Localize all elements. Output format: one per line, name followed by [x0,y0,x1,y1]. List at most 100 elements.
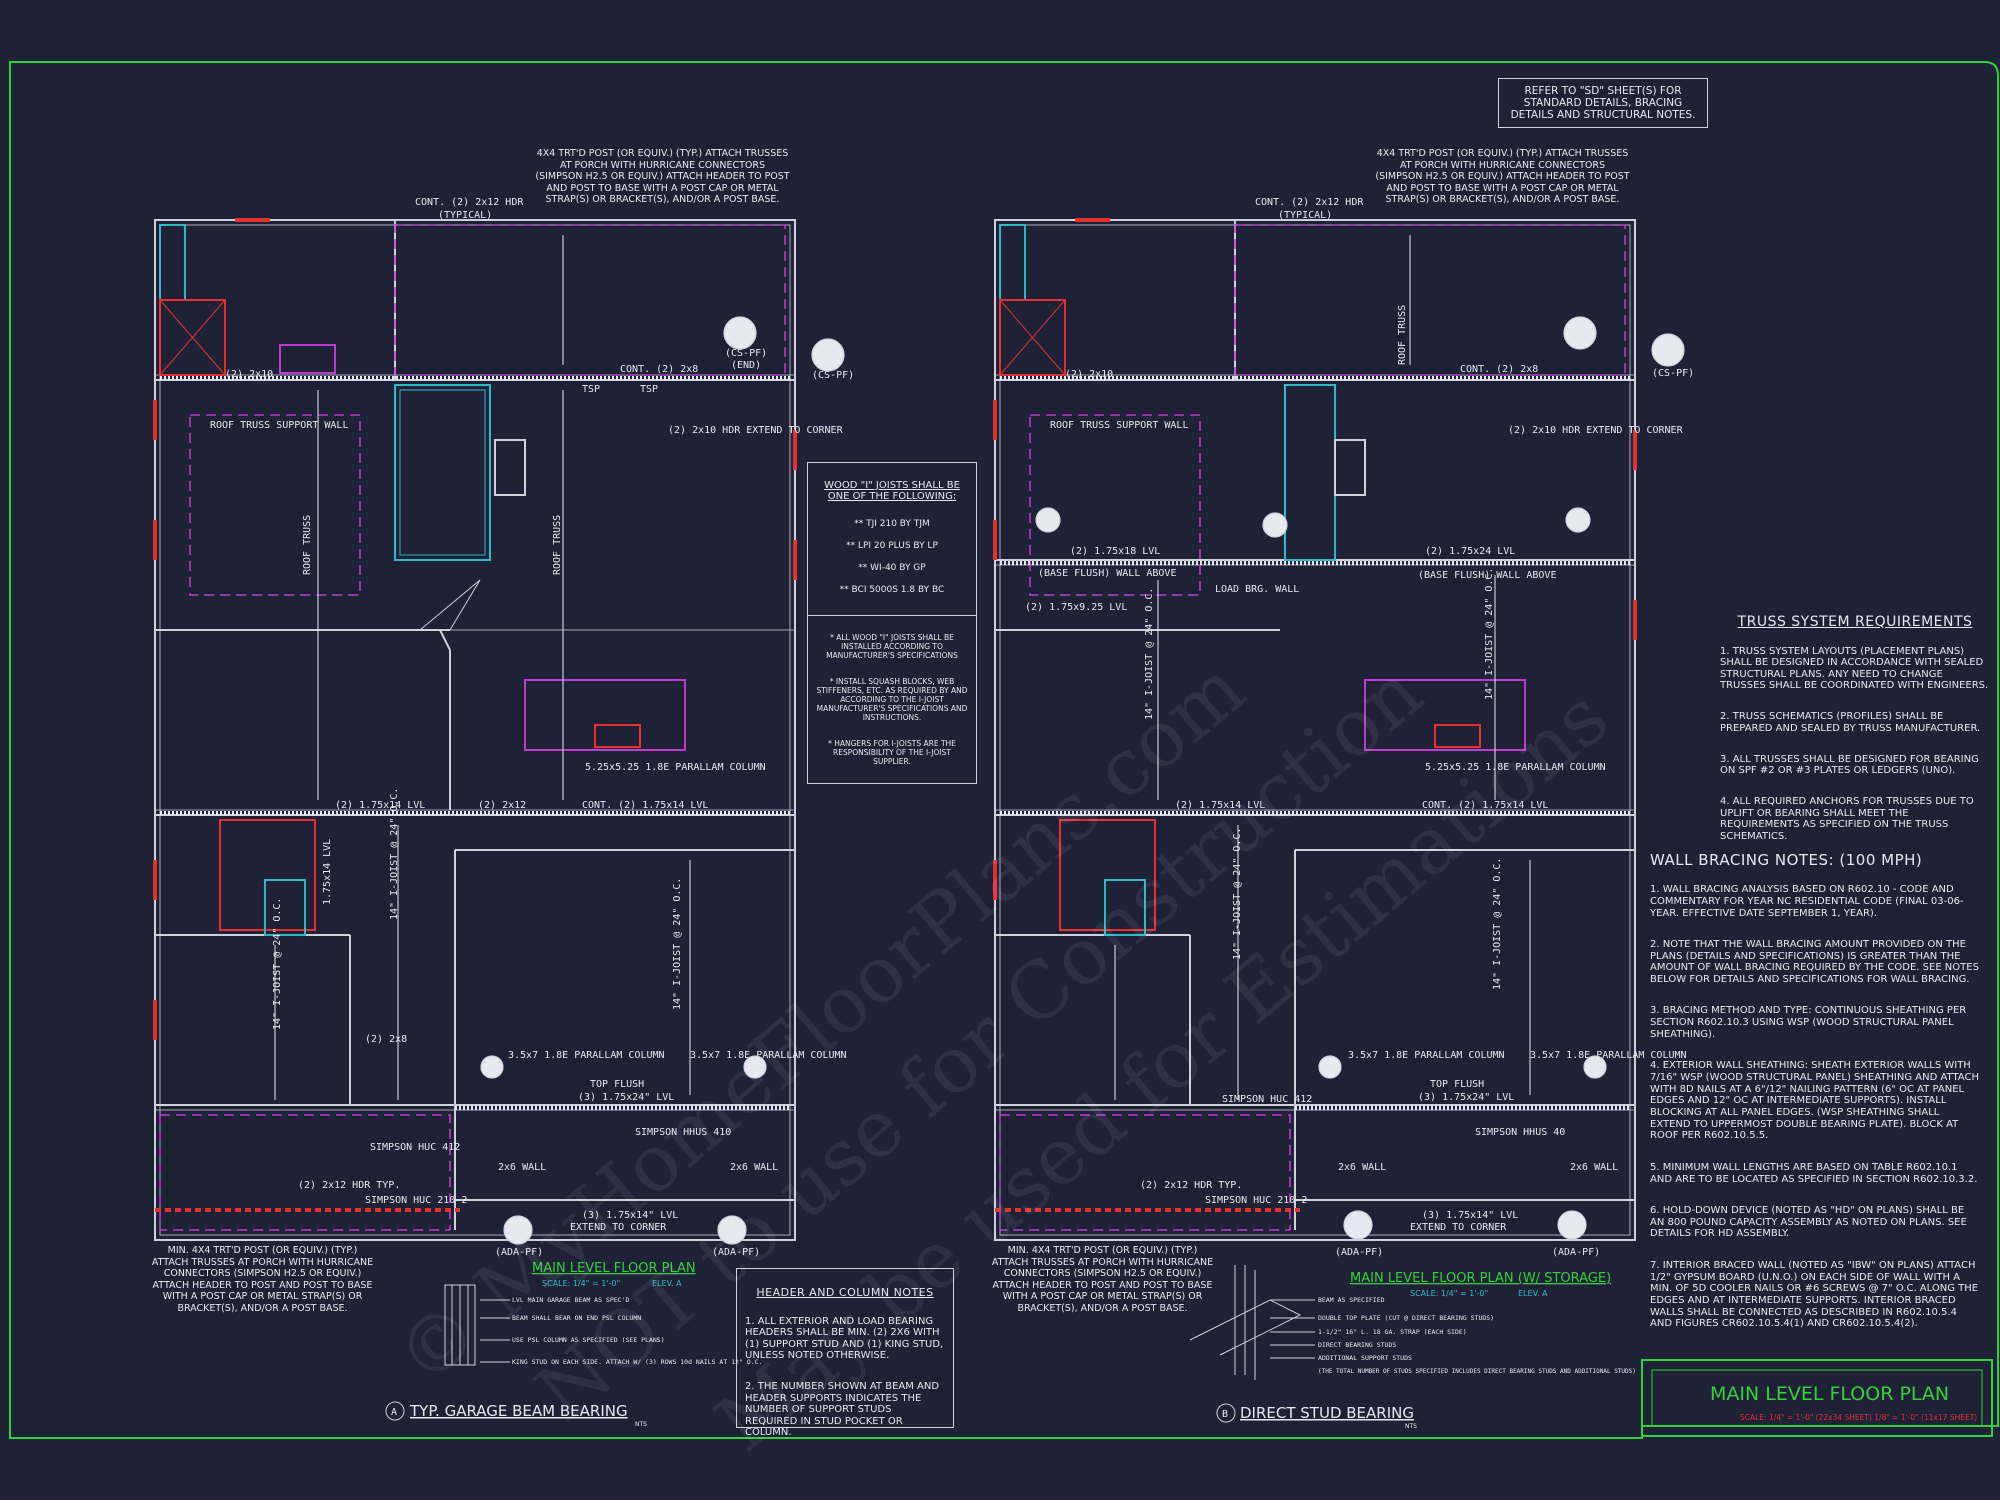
svg-text:ADDITIONAL SUPPORT STUDS: ADDITIONAL SUPPORT STUDS [1318,1354,1412,1362]
bracing-item: 7. INTERIOR BRACED WALL (NOTED AS "IBW" … [1650,1259,1979,1330]
label-cont-2x8: CONT. (2) 2x8 [620,364,698,375]
r-label-cont-2x8: CONT. (2) 2x8 [1460,364,1538,375]
post-note-right: MIN. 4X4 TRT'D POST (OR EQUIV.) (TYP.) A… [991,1245,1214,1314]
plan-right-title: MAIN LEVEL FLOOR PLAN (W/ STORAGE) [1350,1271,1611,1286]
plan-left-labels: CONT. (2) 2x12 HDR (TYPICAL) (2) 2x10 RO… [210,197,847,1258]
svg-text:BEAM AS SPECIFIED: BEAM AS SPECIFIED [1318,1296,1385,1304]
r-label-hdr-2x12: (2) 2x12 HDR TYP. [1140,1180,1242,1191]
label-lvl-1: (2) 1.75x14 LVL [335,800,425,811]
label-2x8: (2) 2x8 [365,1034,407,1045]
svg-text:(CS-PF): (CS-PF) [1652,368,1694,379]
r-label-joist-2: 14" I-JOIST @ 24" O.C. [1484,568,1495,700]
truss-item: 3. ALL TRUSSES SHALL BE DESIGNED FOR BEA… [1720,753,1979,777]
tag-a-sd3-1 [503,1215,533,1245]
section-tags: B SD-4 (CS-PF) (END) A SD-4 (CS-PF) B SD… [480,316,1694,1245]
label-typical: (TYPICAL) [438,210,492,221]
label-hdr-2x10: (2) 2x10 HDR EXTEND TO CORNER [668,425,844,436]
svg-text:SD-3: SD-3 [720,1231,744,1242]
detail-a: A TYP. GARAGE BEAM BEARING NTS LVL MAIN … [385,1284,762,1428]
label-hhus: SIMPSON HHUS 410 [635,1127,731,1138]
r-label-hdr-2x10: (2) 2x10 HDR EXTEND TO CORNER [1508,425,1684,436]
label-cont-hdr: CONT. (2) 2x12 HDR [415,197,524,208]
plan-right-scale: SCALE: 1/4" = 1'-0" [1410,1289,1488,1298]
r-label-2x6-a: 2x6 WALL [1338,1162,1386,1173]
svg-text:A: A [1664,337,1670,348]
svg-text:DOUBLE TOP PLATE (CUT @ DIRECT: DOUBLE TOP PLATE (CUT @ DIRECT BEARING S… [1318,1314,1494,1322]
header-notes-title: HEADER AND COLUMN NOTES [756,1285,934,1299]
truss-item: 1. TRUSS SYSTEM LAYOUTS (PLACEMENT PLANS… [1720,645,1989,692]
r-label-cont-hdr: CONT. (2) 2x12 HDR [1255,197,1364,208]
svg-text:1-1/2" 16" L. 18 GA. STRAP (EA: 1-1/2" 16" L. 18 GA. STRAP (EACH SIDE) [1318,1328,1467,1336]
label-joist-3: 14" I-JOIST @ 24" O.C. [272,898,283,1030]
tag-a-sd3-2 [717,1215,747,1245]
tag-b-sd4-left [723,316,757,350]
r-label-roof-truss-support: ROOF TRUSS SUPPORT WALL [1050,420,1188,431]
label-joist-1: 14" I-JOIST @ 24" O.C. [389,788,400,920]
label-lvl-3: (3) 1.75x24" LVL [578,1092,674,1103]
r-label-lvl-24: (2) 1.75x24 LVL [1425,546,1515,557]
svg-text:(END): (END) [731,360,761,371]
svg-text:A: A [391,1407,397,1418]
wood-joist-item: ** BCI 5000s 1.8 BY BC [839,585,945,595]
title-block-title: MAIN LEVEL FLOOR PLAN [1710,1383,1949,1405]
wall-bracing-title: WALL BRACING NOTES: (100 MPH) [1650,850,1923,869]
label-cont-lvl: CONT. (2) 1.75x14 LVL [582,800,708,811]
r-label-typical: (TYPICAL) [1278,210,1332,221]
plan-right-title-block: MAIN LEVEL FLOOR PLAN (W/ STORAGE) SCALE… [1350,1271,1611,1298]
label-lvl-3b: (3) 1.75x14" LVL [582,1210,678,1221]
porch-note-right: 4X4 TRT'D POST (OR EQUIV.) (TYP.) ATTACH… [1375,148,1630,205]
label-extend-corner: EXTEND TO CORNER [570,1222,667,1233]
svg-text:SD-4: SD-4 [1567,335,1591,346]
r-label-parallam-35a: 3.5x7 1.8E PARALLAM COLUMN [1348,1050,1505,1061]
header-note-item: 1. ALL EXTERIOR AND LOAD BEARING HEADERS… [745,1315,944,1362]
plan-left-title: MAIN LEVEL FLOOR PLAN [532,1261,696,1276]
svg-text:USE PSL COLUMN AS SPECIFIED (S: USE PSL COLUMN AS SPECIFIED (SEE PLANS) [512,1336,665,1344]
plan-right-labels: CONT. (2) 2x12 HDR (TYPICAL) (2) 2x10 RO… [1025,197,1687,1258]
bracing-item: 5. MINIMUM WALL LENGTHS ARE BASED ON TAB… [1650,1161,1978,1185]
svg-text:(CS-PF): (CS-PF) [725,348,767,359]
svg-text:B: B [1576,320,1582,331]
r-label-lvl-3: (3) 1.75x24" LVL [1418,1092,1514,1103]
plan-left-scale: SCALE: 1/4" = 1'-0" [542,1279,620,1288]
r-label-parallam-35b: 3.5x7 1.8E PARALLAM COLUMN [1530,1050,1687,1061]
label-2x6-b: 2x6 WALL [730,1162,778,1173]
svg-text:SD-4: SD-4 [727,335,751,346]
r-label-lvl-3b: (3) 1.75x14" LVL [1422,1210,1518,1221]
label-2x12: (2) 2x12 [478,800,526,811]
tag-a-sd4-right [1651,333,1685,367]
detail-b-title: DIRECT STUD BEARING [1240,1404,1414,1422]
svg-text:A: A [728,1218,734,1229]
title-block-scale: SCALE: 1/4" = 1'-0" (22x34 SHEET) 1/8" =… [1740,1413,1977,1422]
porch-note-left: 4X4 TRT'D POST (OR EQUIV.) (TYP.) ATTACH… [535,148,790,205]
wood-joist-title: WOOD "I" JOISTS SHALL BE ONE OF THE FOLL… [824,480,960,502]
r-label-ada-2: (ADA-PF) [1552,1247,1600,1258]
wood-joist-note-line: * HANGERS FOR I-JOISTS ARE THE RESPONSIB… [828,739,956,766]
r-label-parallam: 5.25x5.25 1.8E PARALLAM COLUMN [1425,762,1606,773]
r-label-lvl-18: (2) 1.75x18 LVL [1070,546,1160,557]
r-label-ada-1: (ADA-PF) [1335,1247,1383,1258]
label-parallam-35a: 3.5x7 1.8E PARALLAM COLUMN [508,1050,665,1061]
wood-joist-note: WOOD "I" JOISTS SHALL BE ONE OF THE FOLL… [807,462,977,784]
label-hdr-2x12: (2) 2x12 HDR TYP. [298,1180,400,1191]
r-label-cont-lvl: CONT. (2) 1.75x14 LVL [1422,800,1548,811]
svg-text:NTS: NTS [1405,1423,1417,1430]
bracing-item: 4. EXTERIOR WALL SHEATHING: SHEATH EXTER… [1650,1060,1979,1142]
r-label-base-flush-1: (BASE FLUSH) WALL ABOVE [1038,568,1176,579]
svg-text:KING STUD ON EACH SIDE. ATTACH: KING STUD ON EACH SIDE. ATTACH W/ (3) RO… [512,1358,762,1366]
svg-text:(CS-PF): (CS-PF) [812,370,854,381]
plan-left-elev: ELEV. A [652,1279,682,1288]
label-parallam: 5.25x5.25 1.8E PARALLAM COLUMN [585,762,766,773]
wood-joist-item: ** TJI 210 BY TJM [854,519,930,529]
wood-joist-note-line: * INSTALL SQUASH BLOCKS, WEB STIFFENERS,… [816,677,968,722]
r-label-2x10: (2) 2x10 [1065,369,1113,380]
bracing-item: 2. NOTE THAT THE WALL BRACING AMOUNT PRO… [1650,938,1979,986]
r-label-2x6-b: 2x6 WALL [1570,1162,1618,1173]
label-ada-2: (ADA-PF) [712,1247,760,1258]
truss-requirements-title: TRUSS SYSTEM REQUIREMENTS [1737,613,1973,630]
wood-joist-item: ** WI-40 BY GP [858,563,926,573]
r-label-extend-corner: EXTEND TO CORNER [1410,1222,1507,1233]
svg-text:A: A [514,1218,520,1229]
r-label-huc: SIMPSON HUC 412 [1222,1094,1312,1105]
post-note-left: MIN. 4X4 TRT'D POST (OR EQUIV.) (TYP.) A… [151,1245,374,1314]
